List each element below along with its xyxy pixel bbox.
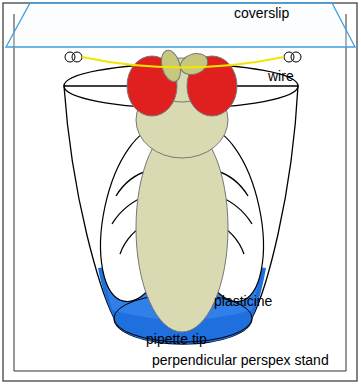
part-label: coverslip bbox=[234, 5, 289, 21]
stand-edge bbox=[14, 371, 346, 372]
part-label: pipette tip bbox=[146, 331, 207, 347]
stand-edge bbox=[346, 14, 347, 371]
antenna bbox=[177, 50, 210, 78]
stand-edge bbox=[14, 14, 15, 371]
part-label: perpendicular perspex stand bbox=[152, 352, 329, 368]
perspex-stand bbox=[3, 3, 357, 381]
part-label: plasticine bbox=[214, 293, 272, 309]
wire-loop bbox=[72, 52, 82, 62]
wire-loop bbox=[291, 52, 301, 62]
coverslip bbox=[6, 3, 355, 47]
wire bbox=[82, 57, 284, 68]
part-label: wire bbox=[268, 68, 294, 84]
